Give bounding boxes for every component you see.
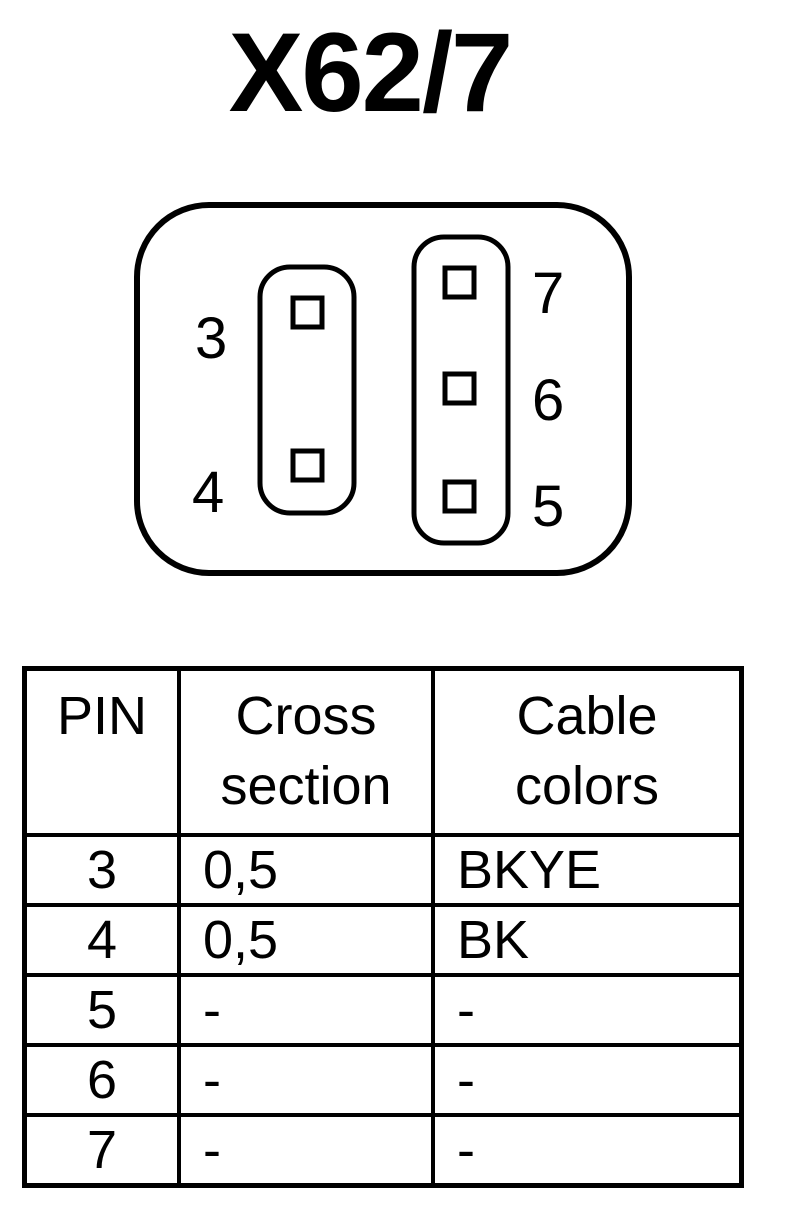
cell-cross-section: 0,5 (177, 903, 435, 977)
header-cross-line1: Cross (235, 686, 377, 746)
cell-cross-section: - (177, 1043, 435, 1117)
cell-cross-section: - (177, 973, 435, 1047)
cell-cable-color: - (431, 1043, 744, 1117)
table-row: 5 - - (22, 973, 744, 1047)
pin-5-contact (442, 479, 477, 514)
table-header-row: PIN Cross section Cable colors (22, 666, 744, 837)
pin-6-contact (442, 371, 477, 406)
table-row: 3 0,5 BKYE (22, 833, 744, 907)
header-pin-label: PIN (56, 686, 148, 746)
cell-pin: 4 (22, 903, 181, 977)
table-row: 7 - - (22, 1113, 744, 1188)
connector-title: X62/7 (228, 10, 514, 135)
pin-5-label: 5 (532, 474, 564, 539)
pin-4-contact (290, 448, 325, 483)
cell-pin: 7 (22, 1113, 181, 1188)
pin-7-contact (442, 265, 477, 300)
cell-cable-color: - (431, 973, 744, 1047)
pin-7-label: 7 (532, 261, 564, 326)
connector-housing (134, 202, 632, 576)
table-row: 6 - - (22, 1043, 744, 1117)
header-cross-line2: section (220, 756, 392, 816)
cell-cable-color: BK (431, 903, 744, 977)
right-pin-group (411, 234, 511, 546)
cell-cable-color: BKYE (431, 833, 744, 907)
header-cross-section: Cross section (177, 666, 435, 837)
cell-cross-section: - (177, 1113, 435, 1188)
pin-assignment-table: PIN Cross section Cable colors 3 0,5 BKY… (22, 666, 744, 1188)
pin-3-contact (290, 295, 325, 330)
cell-pin: 5 (22, 973, 181, 1047)
left-pin-group (257, 264, 357, 516)
header-color-line1: Cable (516, 686, 658, 746)
cell-pin: 3 (22, 833, 181, 907)
cell-cable-color: - (431, 1113, 744, 1188)
pin-6-label: 6 (532, 368, 564, 433)
table-row: 4 0,5 BK (22, 903, 744, 977)
pin-4-label: 4 (192, 460, 224, 525)
cell-cross-section: 0,5 (177, 833, 435, 907)
cell-pin: 6 (22, 1043, 181, 1117)
header-cable-colors: Cable colors (431, 666, 744, 837)
connector-diagram: 3 4 7 6 5 (134, 202, 632, 576)
header-color-line2: colors (514, 756, 660, 816)
header-pin: PIN (22, 666, 181, 837)
pin-3-label: 3 (195, 306, 227, 371)
